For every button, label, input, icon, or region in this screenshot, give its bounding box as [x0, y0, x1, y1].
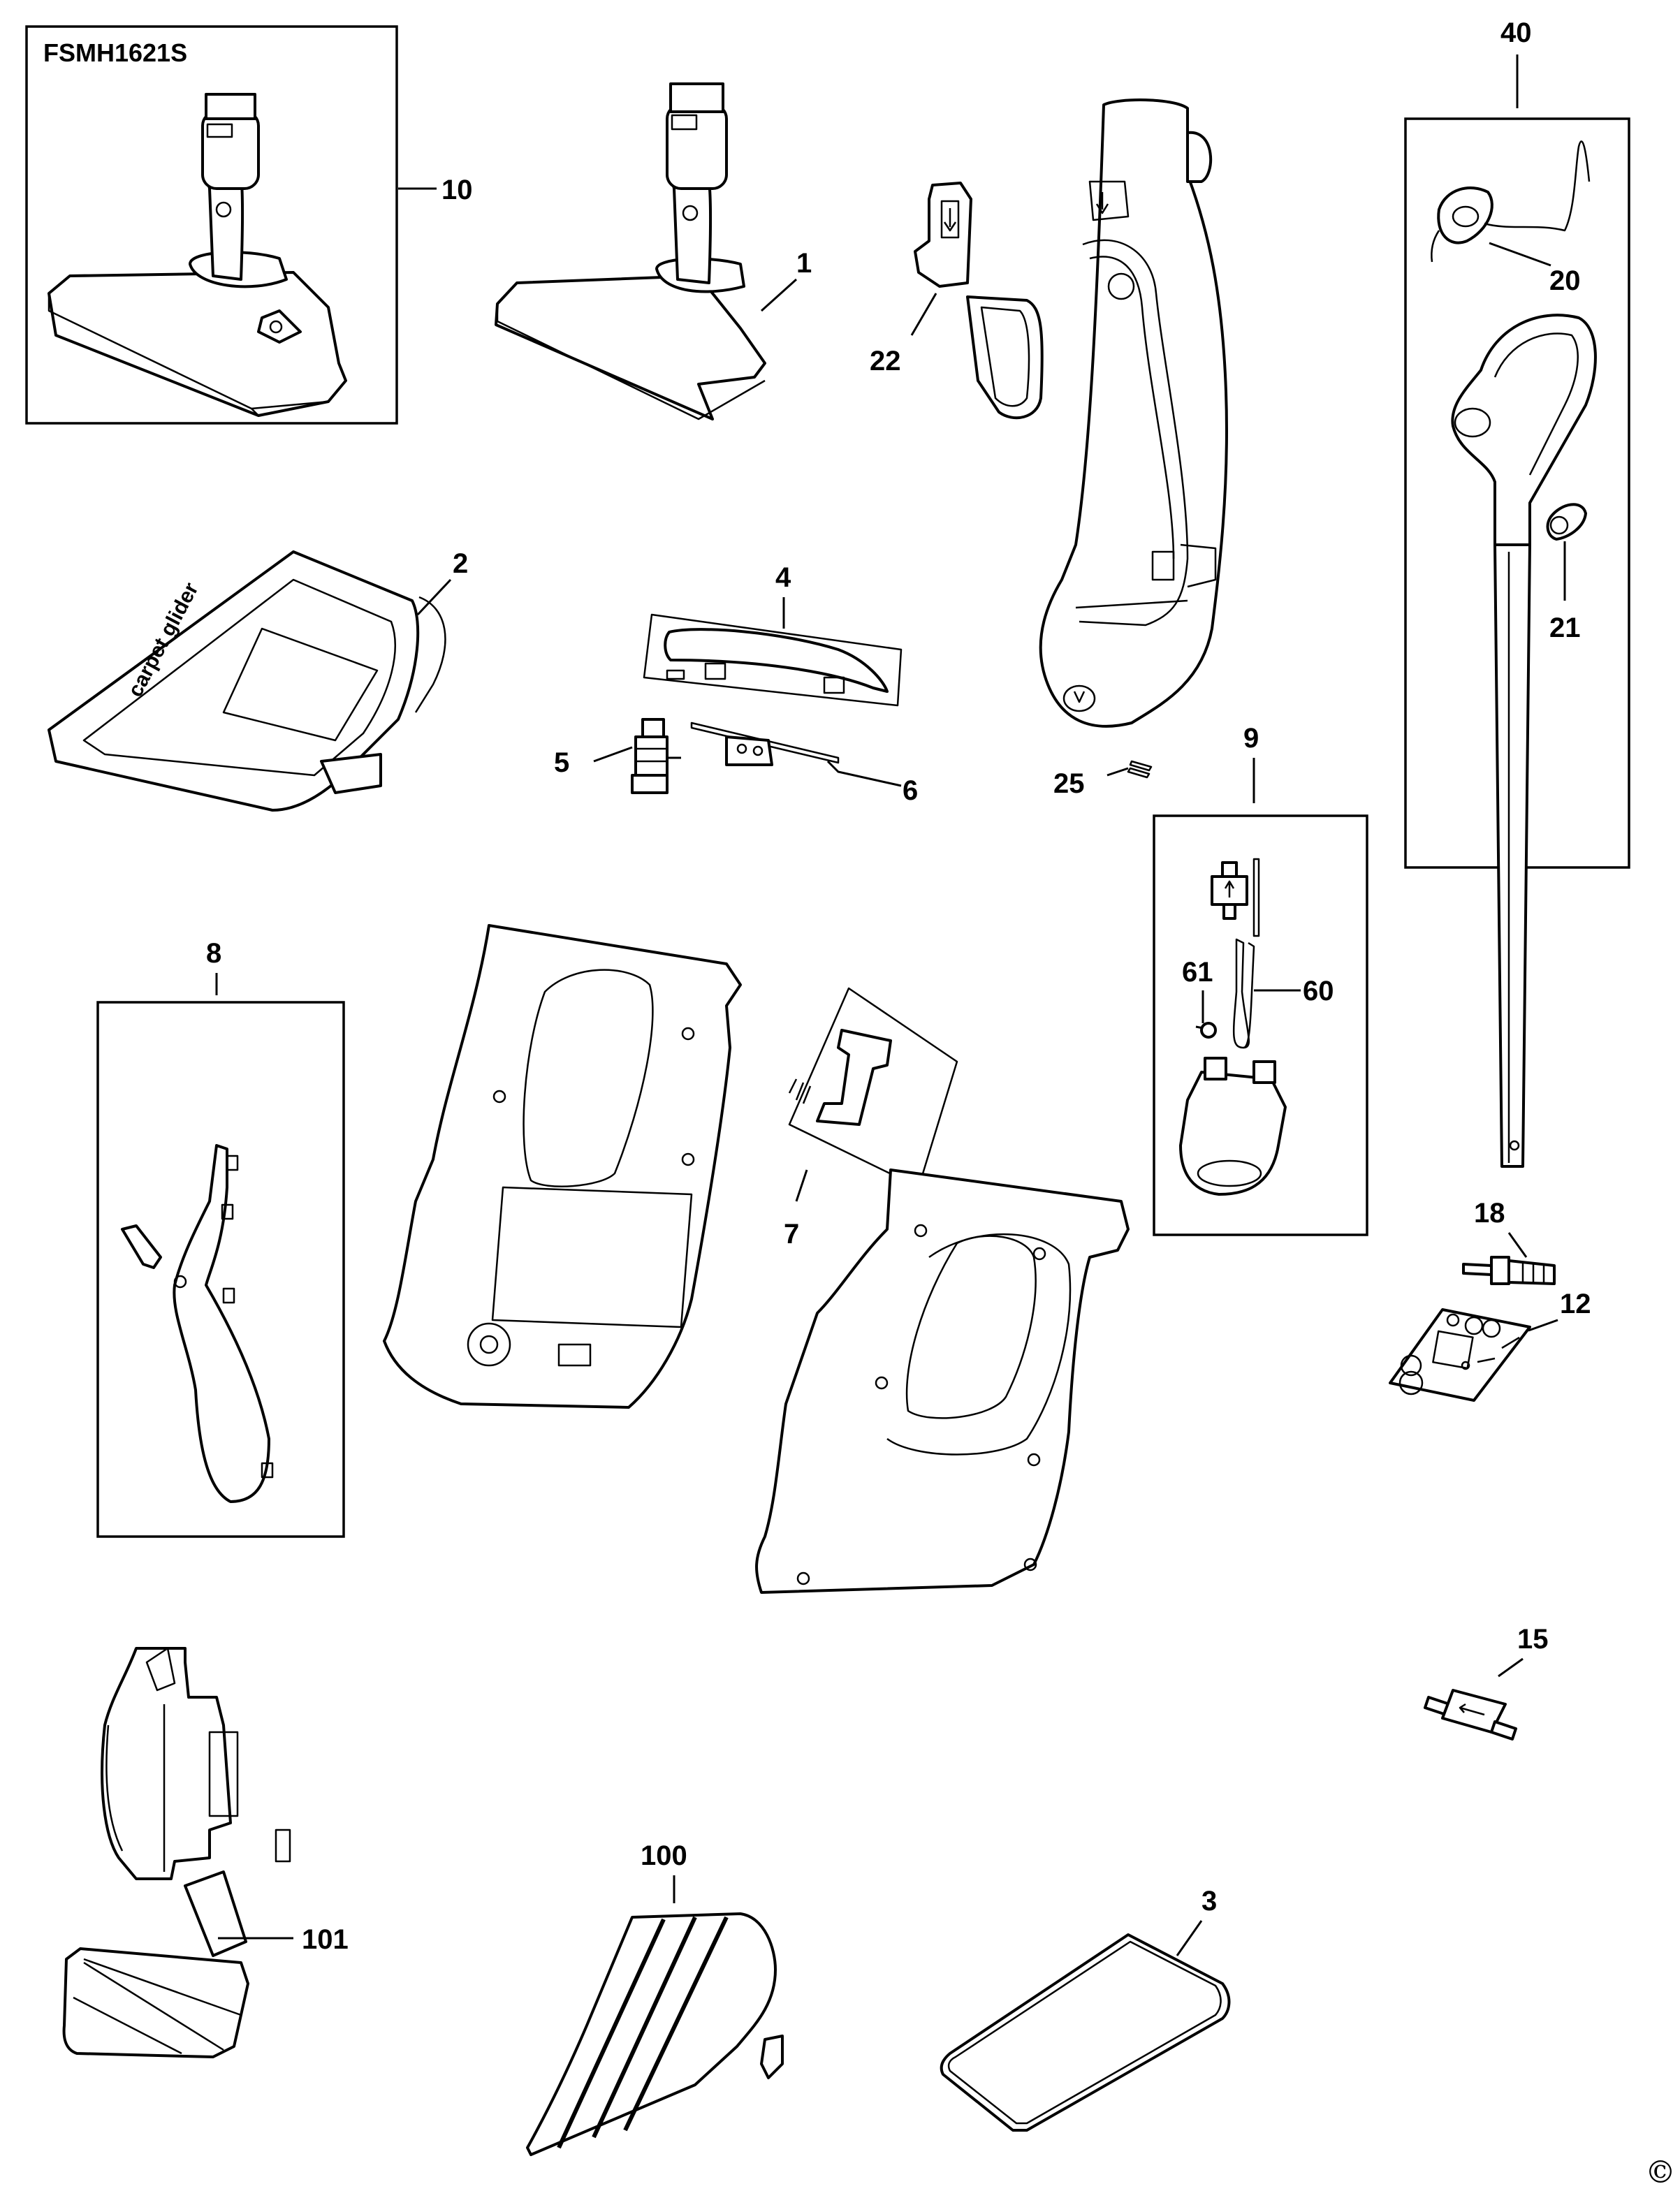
leader-line-1 — [760, 278, 798, 312]
kit-frame — [788, 987, 958, 1189]
side-cover-clip-illustration[interactable] — [121, 1224, 162, 1269]
leader-line-2 — [416, 578, 452, 616]
main-body-housing-illustration[interactable] — [1039, 98, 1228, 728]
part-10-kit-box: FSMH1621S 10 — [25, 25, 473, 425]
part-3-group: 3 — [940, 1886, 1231, 2132]
part-label-25[interactable]: 25 — [1053, 768, 1085, 799]
leader-line-22 — [910, 293, 937, 336]
mop-head-illustration-10[interactable] — [48, 93, 347, 417]
part-label-15[interactable]: 15 — [1517, 1624, 1549, 1655]
part-12-group: 12 — [1389, 1289, 1591, 1402]
part-label-20[interactable]: 20 — [1549, 265, 1581, 296]
kit-frame — [96, 1001, 345, 1538]
part-15-group: 15 — [1424, 1624, 1549, 1741]
part-40-kit-box: 40 20 21 — [1404, 17, 1630, 1168]
leader-line-6 — [826, 760, 902, 787]
part-label-7[interactable]: 7 — [784, 1219, 799, 1250]
base-housing-illustration[interactable] — [101, 1647, 291, 1880]
copyright-mark: © — [1645, 2155, 1676, 2190]
leader-line-25 — [1106, 767, 1129, 777]
part-label-61[interactable]: 61 — [1182, 957, 1213, 988]
part-6-group: 6 — [690, 721, 918, 806]
spring-bracket-illustration[interactable] — [690, 721, 840, 766]
part-label-12[interactable]: 12 — [1560, 1289, 1591, 1319]
rear-housing-illustration[interactable] — [383, 924, 742, 1409]
spring-illustration[interactable] — [1127, 760, 1153, 779]
part-label-101[interactable]: 101 — [302, 1924, 349, 1955]
leader-line-20 — [1489, 242, 1551, 267]
part-9-kit-box: 9 61 60 — [1153, 723, 1368, 1236]
part-label-6[interactable]: 6 — [903, 775, 918, 806]
part-label-18[interactable]: 18 — [1474, 1198, 1505, 1229]
side-cover-illustration[interactable] — [173, 1144, 274, 1503]
part-5-group: 5 — [554, 718, 681, 794]
part-label-60[interactable]: 60 — [1303, 976, 1334, 1006]
part-100-group: 100 — [526, 1840, 784, 2156]
part-101-group: 101 — [62, 1870, 349, 2058]
switch-with-wire-illustration[interactable] — [1431, 140, 1591, 263]
part-label-9[interactable]: 9 — [1243, 723, 1259, 754]
part-label-5[interactable]: 5 — [554, 747, 569, 778]
part-label-4[interactable]: 4 — [775, 562, 791, 593]
part-label-100[interactable]: 100 — [641, 1840, 687, 1871]
part-18-group: 18 — [1462, 1198, 1556, 1285]
front-housing-illustration[interactable] — [755, 1168, 1130, 1594]
scrubbing-pad-illustration[interactable] — [62, 1870, 249, 2058]
leader-line-18 — [1507, 1232, 1528, 1258]
part-4-group: 4 — [643, 562, 903, 707]
carpet-glider-illustration[interactable]: carpet glider — [48, 550, 446, 812]
part-label-40[interactable]: 40 — [1500, 17, 1532, 48]
part-1-group: 1 — [495, 82, 812, 420]
part-7-group: 7 — [784, 987, 958, 1250]
part-label-3[interactable]: 3 — [1201, 1886, 1217, 1917]
leader-line-7 — [795, 1169, 808, 1202]
filter-illustration[interactable] — [1424, 1689, 1517, 1741]
part-22-group: 22 — [870, 182, 1044, 420]
handle-grip-illustration[interactable] — [1451, 314, 1597, 1168]
clamp-illustration[interactable] — [1195, 1022, 1217, 1039]
part-label-10[interactable]: 10 — [441, 175, 473, 205]
pump-valve-illustration[interactable] — [1211, 858, 1260, 937]
gasket-set-illustration[interactable] — [1389, 1308, 1531, 1402]
cord-clip-illustration[interactable] — [1546, 503, 1587, 541]
microfibre-pad-illustration[interactable] — [526, 1912, 784, 2156]
cloth-illustration[interactable] — [940, 1933, 1231, 2132]
kit-frame — [25, 25, 398, 425]
leader-line-5 — [593, 746, 633, 763]
part-label-2[interactable]: 2 — [453, 548, 468, 579]
leader-line-3 — [1176, 1920, 1203, 1956]
leader-line-12 — [1528, 1319, 1558, 1332]
kit-frame — [643, 613, 903, 707]
leader-line-15 — [1498, 1657, 1524, 1678]
pump-illustration[interactable] — [1179, 1057, 1287, 1196]
part-2-group: carpet glider 2 — [48, 548, 468, 812]
part-25-group: 25 — [1053, 760, 1153, 799]
trigger-illustration[interactable] — [788, 1029, 892, 1126]
release-latch-illustration[interactable] — [914, 182, 1044, 420]
valve-illustration[interactable] — [1462, 1256, 1556, 1285]
part-label-8[interactable]: 8 — [206, 938, 221, 969]
model-number: FSMH1621S — [43, 38, 187, 67]
tube-illustration[interactable] — [1232, 938, 1255, 1049]
part-8-kit-box: 8 — [96, 938, 345, 1538]
part-label-1[interactable]: 1 — [796, 248, 812, 279]
switch-illustration[interactable] — [631, 718, 681, 794]
part-label-21[interactable]: 21 — [1549, 613, 1581, 643]
trim-cover-illustration[interactable] — [664, 628, 889, 694]
part-label-22[interactable]: 22 — [870, 346, 901, 376]
mop-head-illustration-1[interactable] — [495, 82, 766, 420]
kit-frame — [1153, 814, 1368, 1236]
